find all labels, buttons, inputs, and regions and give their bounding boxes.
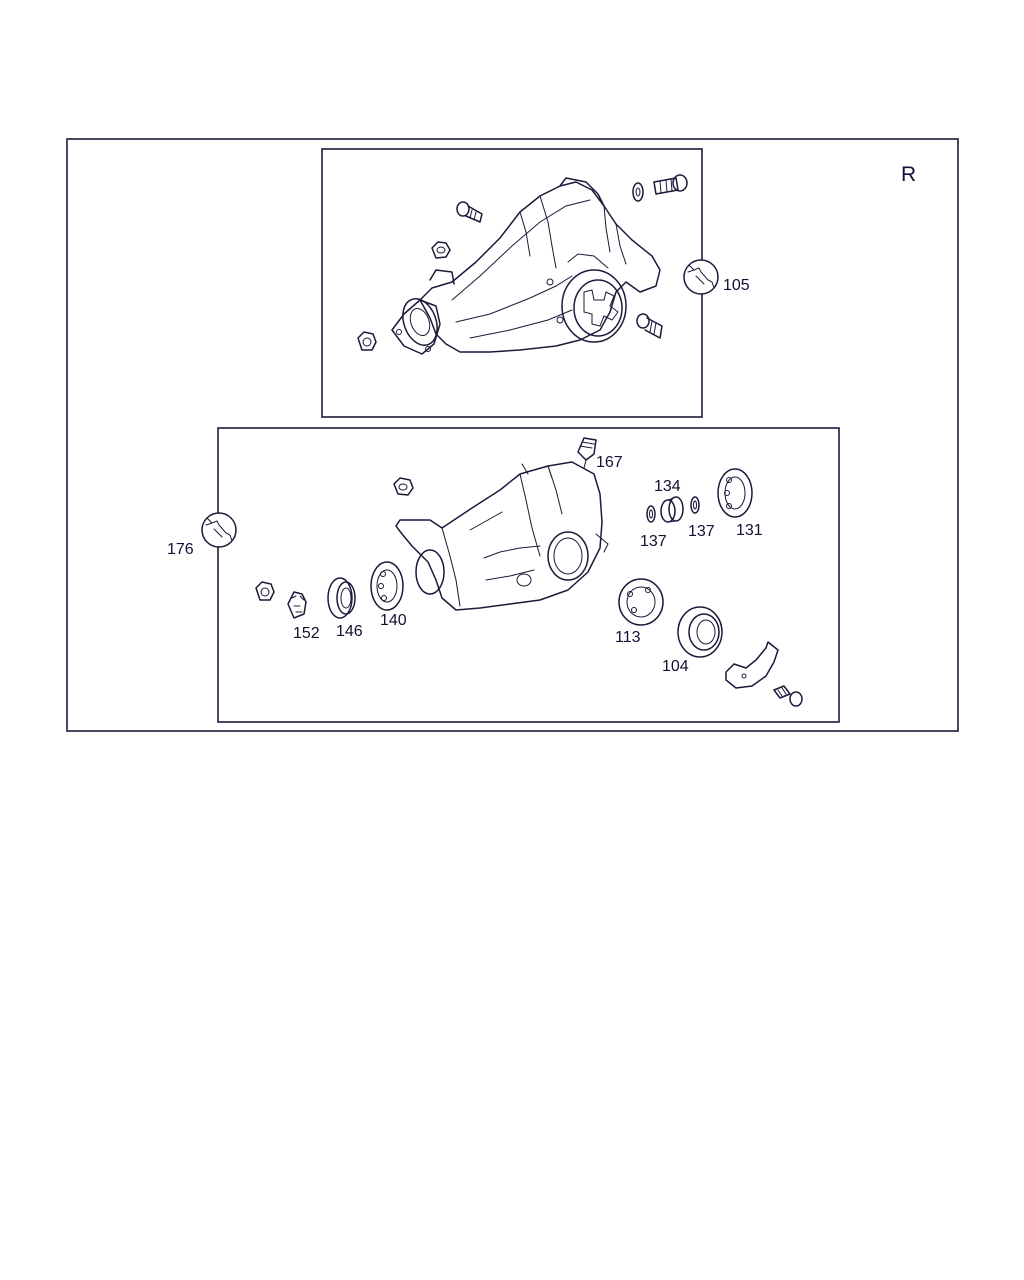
part-140: 140 [370,561,407,629]
label-140: 140 [380,612,407,629]
bolt-lower-right [636,313,663,339]
nut-exploded [393,477,414,496]
label-134: 134 [654,478,681,495]
part-137-right: 137 [688,496,715,540]
retaining-plate [725,641,779,689]
bolt-retaining [773,685,803,707]
outer-frame [66,138,959,732]
nut-top-left [431,241,451,259]
part-131: 131 [717,468,763,539]
bolt-top-right [653,174,688,195]
label-131: 131 [736,522,763,539]
housing-exploded [395,461,609,611]
corner-mark: R [901,163,916,186]
label-137-left: 137 [640,533,667,550]
breather-167: 167 [577,437,623,471]
torque-callout-176: 176 [167,512,237,558]
part-137-left: 137 [640,505,667,550]
part-146: 146 [327,577,363,640]
nut-lower-left [357,331,377,351]
label-137-right: 137 [688,523,715,540]
differential-assembly [391,177,661,355]
label-113: 113 [615,629,641,646]
part-113: 113 [615,578,664,646]
part-134: 134 [654,478,684,523]
torque-callout-105: 105 [683,259,750,295]
assembly-panel [321,148,703,418]
exploded-panel [217,427,840,723]
label-105: 105 [723,277,750,294]
wrench-icon [687,264,715,289]
part-152: 152 [287,591,320,642]
nut-pinion [255,581,275,601]
label-176: 176 [167,541,194,558]
part-104: 104 [662,606,723,675]
label-104: 104 [662,658,689,675]
bolt-top-left [456,201,483,223]
label-152: 152 [293,625,320,642]
label-167: 167 [596,454,623,471]
washer-top-right [632,182,644,202]
label-146: 146 [336,623,363,640]
wrench-icon [205,517,233,542]
